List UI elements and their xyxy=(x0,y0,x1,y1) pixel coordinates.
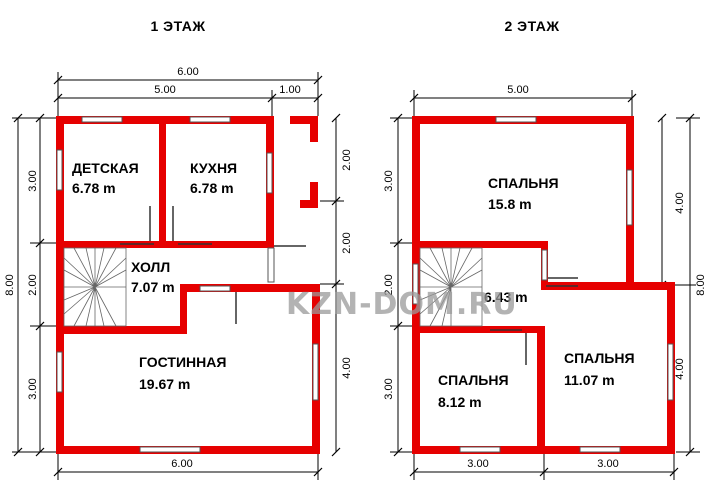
floor-2-dim-right-b: 4.00 xyxy=(674,358,686,379)
floor-1-doors xyxy=(120,206,306,324)
floor-1-bottom-dimension: 6.00 xyxy=(53,452,323,480)
room-area: 19.67 m xyxy=(139,376,190,392)
floor-1-dim-top-total: 6.00 xyxy=(177,66,198,78)
floor-2-dim-right-total: 8.00 xyxy=(695,274,707,295)
floor-2-left-dimensions: 3.00 2.00 3.00 xyxy=(383,113,416,457)
floor-2-dim-left-b: 2.00 xyxy=(383,274,395,295)
room-area: 6.43 m xyxy=(484,289,528,305)
room-area: 7.07 m xyxy=(131,279,175,295)
floor-2-room-bedroom-upper: СПАЛЬНЯ 15.8 m xyxy=(488,175,559,212)
floor-2-dim-bottom-b: 3.00 xyxy=(597,458,618,470)
floor-1-staircase xyxy=(63,247,127,327)
floor-1-title: 1 ЭТАЖ xyxy=(150,18,205,34)
floor-1-windows xyxy=(56,116,319,453)
room-name: ГОСТИННАЯ xyxy=(139,354,226,370)
floor-2-dim-right-a: 4.00 xyxy=(674,192,686,213)
floor-1-dim-top-b: 1.00 xyxy=(279,84,300,96)
room-name: СПАЛЬНЯ xyxy=(438,372,509,388)
floor-2-dim-left-a: 3.00 xyxy=(383,170,395,191)
floor-1-dim-left-b: 2.00 xyxy=(27,274,39,295)
room-name: КУХНЯ xyxy=(190,160,237,176)
floor-2-bottom-dimensions: 3.00 3.00 xyxy=(409,452,679,480)
room-name: СПАЛЬНЯ xyxy=(488,175,559,191)
floor-1-dim-top-a: 5.00 xyxy=(154,84,175,96)
floor-2-title: 2 ЭТАЖ xyxy=(504,18,559,34)
room-name: ХОЛЛ xyxy=(131,259,170,275)
floor-2-windows xyxy=(412,116,674,453)
room-name: ДЕТСКАЯ xyxy=(72,160,139,176)
floor-1-dim-right-a: 2.00 xyxy=(341,149,353,170)
floor-1-room-hall: ХОЛЛ 7.07 m xyxy=(131,259,175,295)
room-area: 6.78 m xyxy=(72,180,116,196)
floor-2-room-hall: 6.43 m xyxy=(484,289,528,305)
floor-1-room-living: ГОСТИННАЯ 19.67 m xyxy=(139,354,226,392)
floor-1-right-dimensions: 2.00 2.00 4.00 xyxy=(320,113,353,457)
room-name: СПАЛЬНЯ xyxy=(564,350,635,366)
floor-1-dim-left-total: 8.00 xyxy=(4,274,16,295)
floor-1-room-children: ДЕТСКАЯ 6.78 m xyxy=(72,160,139,196)
floor-1-plan: 1 ЭТАЖ 6.00 5.00 1.00 8.00 xyxy=(4,18,353,480)
floor-1-dim-bottom: 6.00 xyxy=(171,458,192,470)
floor-1-room-kitchen: КУХНЯ 6.78 m xyxy=(190,160,237,196)
floor-2-dim-top: 5.00 xyxy=(507,84,528,96)
floor-2-dim-left-c: 3.00 xyxy=(383,378,395,399)
floor-1-dim-left-c: 3.00 xyxy=(27,378,39,399)
room-area: 15.8 m xyxy=(488,196,532,212)
floor-2-plan: 2 ЭТАЖ 5.00 3.00 2.00 3.00 xyxy=(383,18,707,480)
floor-2-room-bedroom-small: СПАЛЬНЯ 8.12 m xyxy=(438,372,509,410)
floor-2-dim-bottom-a: 3.00 xyxy=(467,458,488,470)
room-area: 6.78 m xyxy=(190,180,234,196)
floor-1-dim-right-c: 4.00 xyxy=(341,357,353,378)
floor-1-left-dimensions: 8.00 3.00 2.00 3.00 xyxy=(4,113,60,457)
room-area: 8.12 m xyxy=(438,394,482,410)
floor-1-dim-left-a: 3.00 xyxy=(27,170,39,191)
watermark: KZN-DOM.RU xyxy=(286,287,518,322)
floor-2-right-dimensions: 8.00 4.00 4.00 xyxy=(640,113,707,457)
floor-2-doors xyxy=(490,277,578,365)
floor-1-dim-right-b: 2.00 xyxy=(341,232,353,253)
floor-2-room-bedroom-right: СПАЛЬНЯ 11.07 m xyxy=(564,350,635,388)
floor-2-staircase xyxy=(419,247,483,327)
floor-1-top-dimensions: 6.00 5.00 1.00 xyxy=(53,66,323,116)
floor-2-top-dimension: 5.00 xyxy=(409,84,637,116)
room-area: 11.07 m xyxy=(564,372,615,388)
